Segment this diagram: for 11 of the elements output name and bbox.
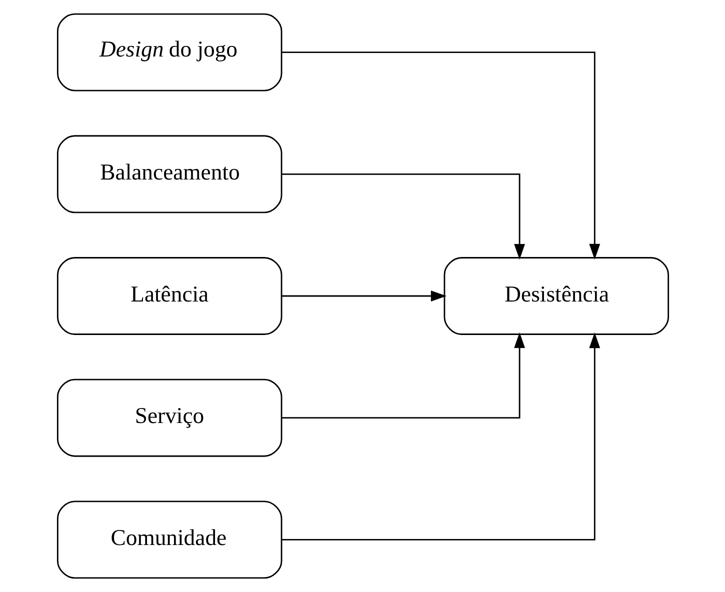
node-box: Balanceamento <box>56 135 282 214</box>
node-box: Comunidade <box>56 500 282 579</box>
arrow <box>282 290 446 302</box>
node-box: Desistência <box>443 257 669 335</box>
arrow <box>281 52 600 260</box>
arrow <box>281 173 525 260</box>
node-box: Design do jogo <box>56 13 282 92</box>
arrow <box>281 332 525 419</box>
arrow <box>281 332 600 540</box>
node-box: Serviço <box>56 378 282 457</box>
node-box: Latência <box>56 257 282 335</box>
